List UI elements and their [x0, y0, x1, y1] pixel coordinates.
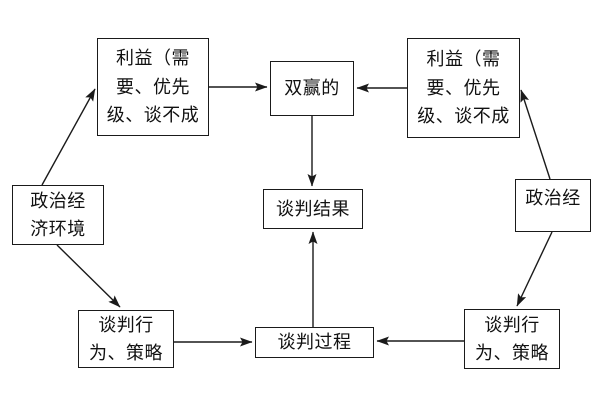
- arrow-env-right-to-behavior-right: [516, 231, 553, 307]
- node-interest-right: 利益（需 要、优先 级、谈不成: [407, 38, 520, 138]
- node-interest-left: 利益（需 要、优先 级、谈不成: [97, 38, 209, 136]
- node-political-economic-env-left: 政治经 济环境: [12, 185, 104, 245]
- node-political-economic-env-right: 政治经: [515, 179, 591, 232]
- node-win-win: 双赢的: [270, 61, 354, 116]
- arrow-env-left-to-behavior-left: [56, 244, 121, 308]
- node-negotiation-behavior-left: 谈判行 为、策略: [78, 310, 174, 368]
- node-negotiation-behavior-right: 谈判行 为、策略: [464, 309, 560, 369]
- arrow-env-left-to-interest-left: [41, 88, 96, 186]
- node-negotiation-result: 谈判结果: [263, 189, 363, 229]
- node-negotiation-process: 谈判过程: [255, 327, 374, 358]
- arrow-env-right-to-interest-right: [520, 89, 551, 180]
